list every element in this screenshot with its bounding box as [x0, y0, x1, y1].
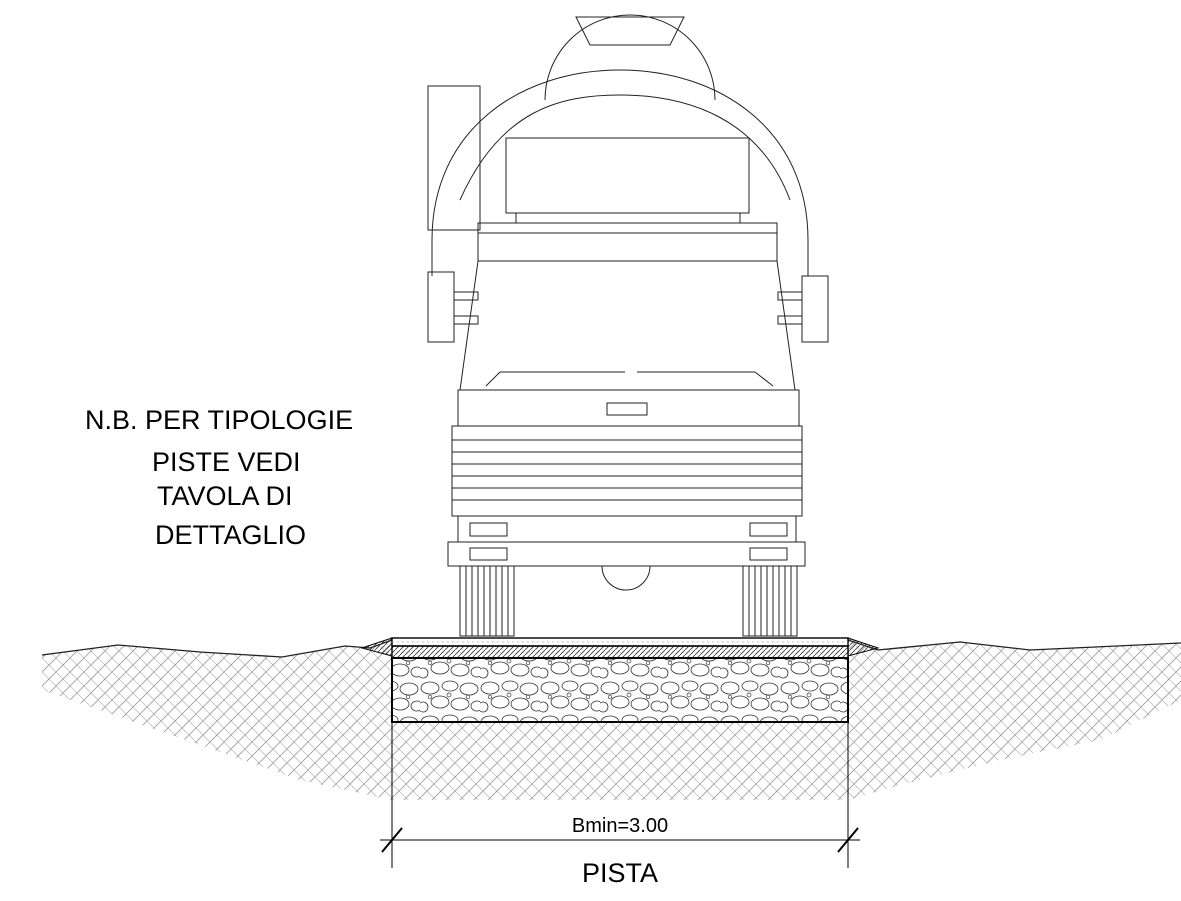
dim-tick-right	[837, 827, 859, 853]
note-line-3: TAVOLA DI	[157, 481, 293, 511]
road-layers	[360, 637, 880, 723]
dim-tick-left	[381, 827, 403, 853]
note-line-2: PISTE VEDI	[152, 447, 301, 477]
note-line-1: N.B. PER TIPOLOGIE	[85, 405, 353, 435]
note-line-4: DETTAGLIO	[155, 520, 306, 550]
note-block: N.B. PER TIPOLOGIE PISTE VEDI TAVOLA DI …	[85, 405, 353, 550]
truck-front-view	[427, 14, 829, 637]
section-title: PISTA	[582, 858, 658, 888]
dimension-label: Bmin=3.00	[572, 815, 668, 837]
width-dimension	[380, 722, 860, 868]
